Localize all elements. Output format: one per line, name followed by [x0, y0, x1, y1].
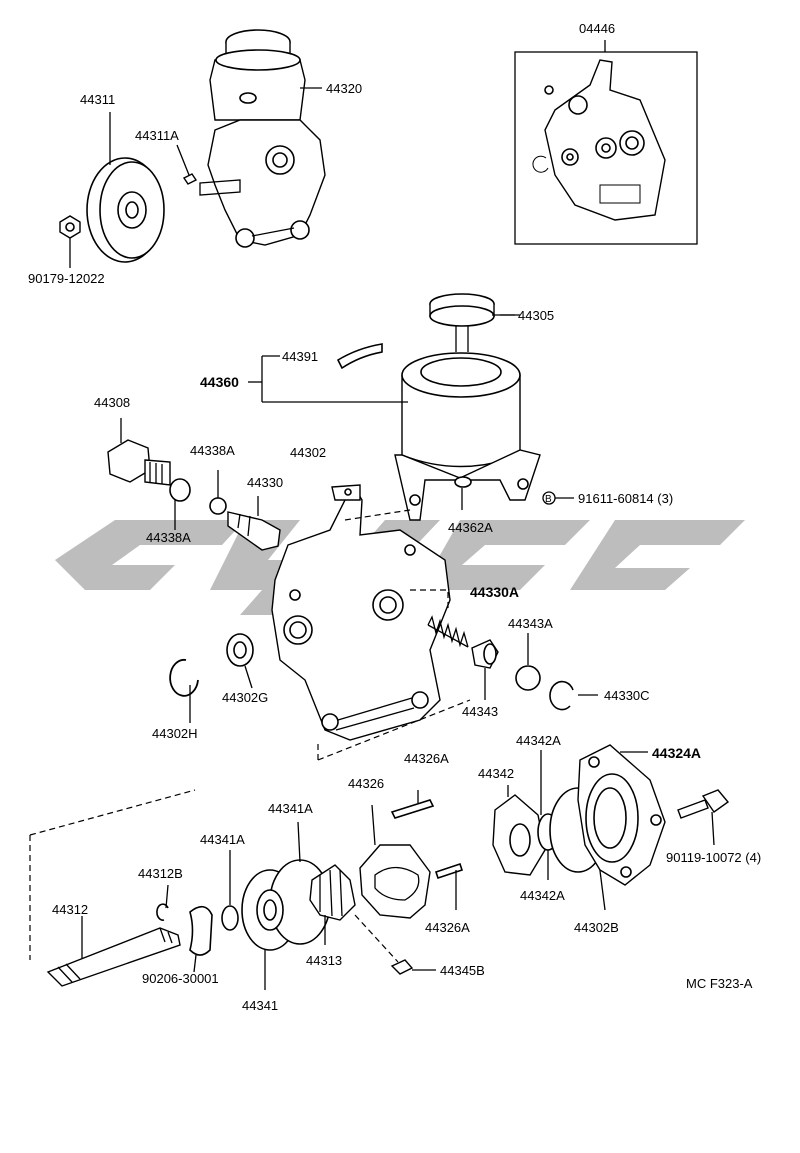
label-44302: 44302	[290, 445, 326, 460]
label-44305: 44305	[518, 308, 554, 323]
label-44330: 44330	[247, 475, 283, 490]
label-bolt-marker: B	[545, 494, 552, 505]
pulley-top	[86, 112, 165, 263]
plug-44343	[471, 639, 499, 700]
label-44313: 44313	[306, 953, 342, 968]
seal-44302g	[226, 633, 254, 689]
label-44330c: 44330C	[604, 688, 650, 703]
label-44338a-top: 44338A	[190, 443, 235, 458]
label-44343: 44343	[462, 704, 498, 719]
clip-90206	[189, 905, 213, 973]
key-top	[176, 144, 198, 185]
label-44330a: 44330A	[470, 584, 519, 600]
pin-44326a-top	[390, 790, 435, 819]
label-44312b: 44312B	[138, 866, 183, 881]
ring-44341a	[221, 850, 239, 931]
snap-ring-44312b	[156, 884, 169, 921]
o-ring-44343a	[515, 633, 541, 691]
label-44341a-mid: 44341A	[200, 832, 245, 847]
reservoir-seal	[336, 343, 383, 370]
label-44341a-top: 44341A	[268, 801, 313, 816]
gasket-kit-inset	[514, 40, 698, 245]
rotor	[241, 821, 331, 990]
rear-housing	[577, 744, 666, 886]
nut-top	[59, 215, 81, 268]
bolt-marker-circle	[542, 491, 556, 505]
label-44360: 44360	[200, 374, 239, 390]
o-ring-44338a-top	[209, 470, 227, 515]
o-ring-44338a-left	[169, 478, 191, 530]
label-44302h: 44302H	[152, 726, 198, 741]
label-44326a-top: 44326A	[404, 751, 449, 766]
pump-assembly-top	[199, 29, 326, 248]
label-44341: 44341	[242, 998, 278, 1013]
label-44326: 44326	[348, 776, 384, 791]
label-44302b: 44302B	[574, 920, 619, 935]
label-91611-60814: 91611-60814 (3)	[578, 491, 673, 506]
label-44320: 44320	[326, 81, 362, 96]
snap-ring-44330c	[549, 680, 598, 711]
label-44391: 44391	[282, 349, 318, 364]
label-90119-10072: 90119-10072 (4)	[666, 850, 761, 865]
pump-body	[271, 484, 471, 761]
label-44338a-bottom: 44338A	[146, 530, 191, 545]
side-plate	[492, 785, 546, 876]
flow-control-valve	[227, 496, 281, 551]
part-labels: 04446 44311 44320 44311A 90179-12022 443…	[28, 21, 761, 1013]
label-44312: 44312	[52, 902, 88, 917]
label-44342a-top: 44342A	[516, 733, 561, 748]
label-44362a: 44362A	[448, 520, 493, 535]
leader-lines	[248, 314, 574, 499]
label-44308: 44308	[94, 395, 130, 410]
label-44345b: 44345B	[440, 963, 485, 978]
label-44324a: 44324A	[652, 745, 701, 761]
vane-rotor	[309, 864, 356, 945]
label-44302g: 44302G	[222, 690, 268, 705]
key-44345b	[354, 914, 436, 975]
pin-44326a-bottom	[434, 862, 464, 910]
assembly-dashed-bracket	[29, 789, 196, 960]
diagram-caption: MC F323-A	[686, 976, 753, 991]
label-04446: 04446	[579, 21, 615, 36]
label-44311a: 44311A	[135, 128, 179, 143]
label-44326a-bottom: 44326A	[425, 920, 470, 935]
label-90206-30001: 90206-30001	[142, 971, 219, 986]
label-44343a: 44343A	[508, 616, 553, 631]
spring	[427, 615, 469, 648]
bolt-90119	[677, 789, 730, 846]
label-44342a-bottom: 44342A	[520, 888, 565, 903]
label-90179-12022: 90179-12022	[28, 271, 105, 286]
label-44342: 44342	[478, 766, 514, 781]
union-fitting	[107, 418, 171, 486]
shaft	[46, 916, 181, 987]
label-44311: 44311	[80, 92, 115, 107]
snap-ring-44302h	[169, 658, 199, 723]
cam-ring	[359, 804, 431, 919]
reservoir	[394, 293, 541, 521]
